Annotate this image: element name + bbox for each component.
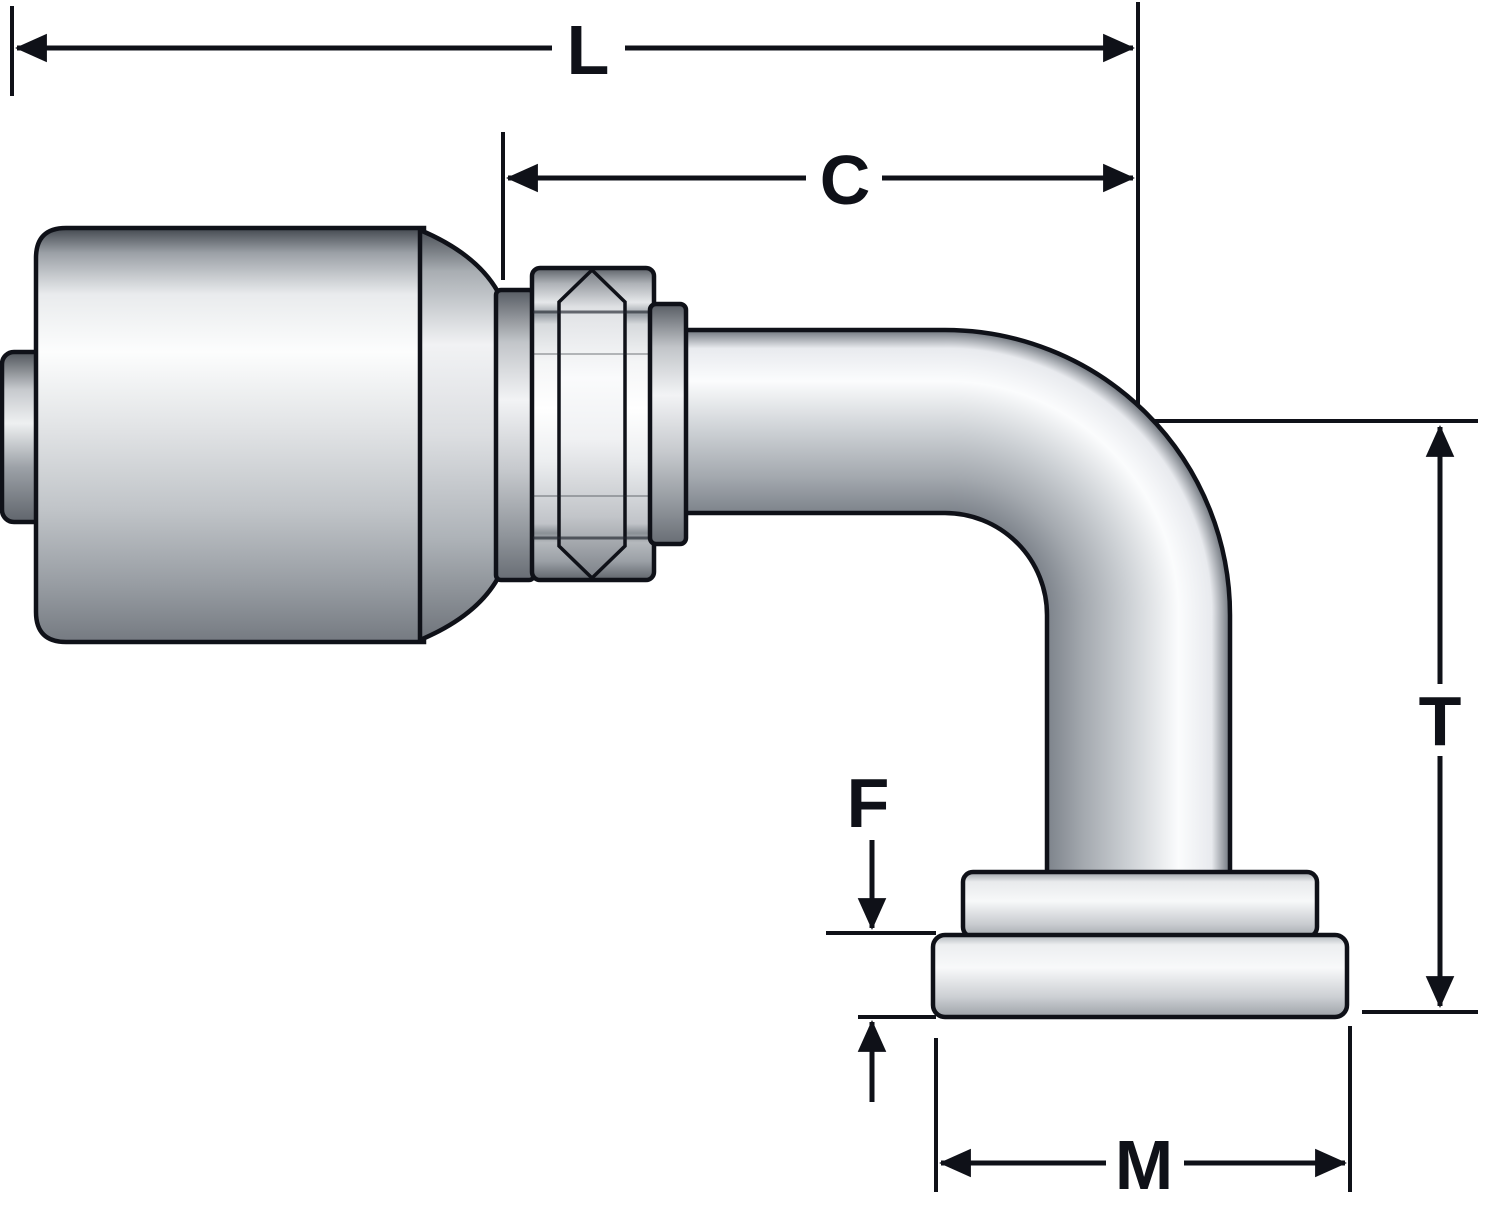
elbow-tube-horizontal [682, 330, 945, 513]
dimension-label-L: L [567, 11, 610, 89]
dimension-label-C: C [820, 141, 871, 219]
elbow-tube-inner-edge [682, 510, 1050, 874]
flange-head [960, 869, 1320, 940]
elbow-tube-outer-edge [682, 327, 1233, 874]
dimension-T: T [1154, 419, 1478, 1014]
fitting-body [0, 225, 1350, 1020]
dimension-F: F [826, 764, 936, 1102]
dimension-label-T: T [1419, 682, 1462, 760]
dimension-label-M: M [1115, 1126, 1173, 1204]
elbow-tube-vertical [1047, 615, 1230, 875]
washer-ring [647, 301, 689, 547]
dimension-L: L [10, 2, 1140, 405]
flange-base [930, 932, 1350, 1020]
crimp-shell [33, 225, 427, 645]
elbow-tube-bend [945, 330, 1230, 615]
collar-ring [493, 287, 537, 583]
dimension-C: C [501, 132, 1135, 280]
hex-nut-corner-facet [557, 267, 627, 581]
dimension-M: M [934, 1026, 1352, 1204]
taper-bell [417, 226, 501, 644]
dimension-label-F: F [847, 764, 890, 842]
